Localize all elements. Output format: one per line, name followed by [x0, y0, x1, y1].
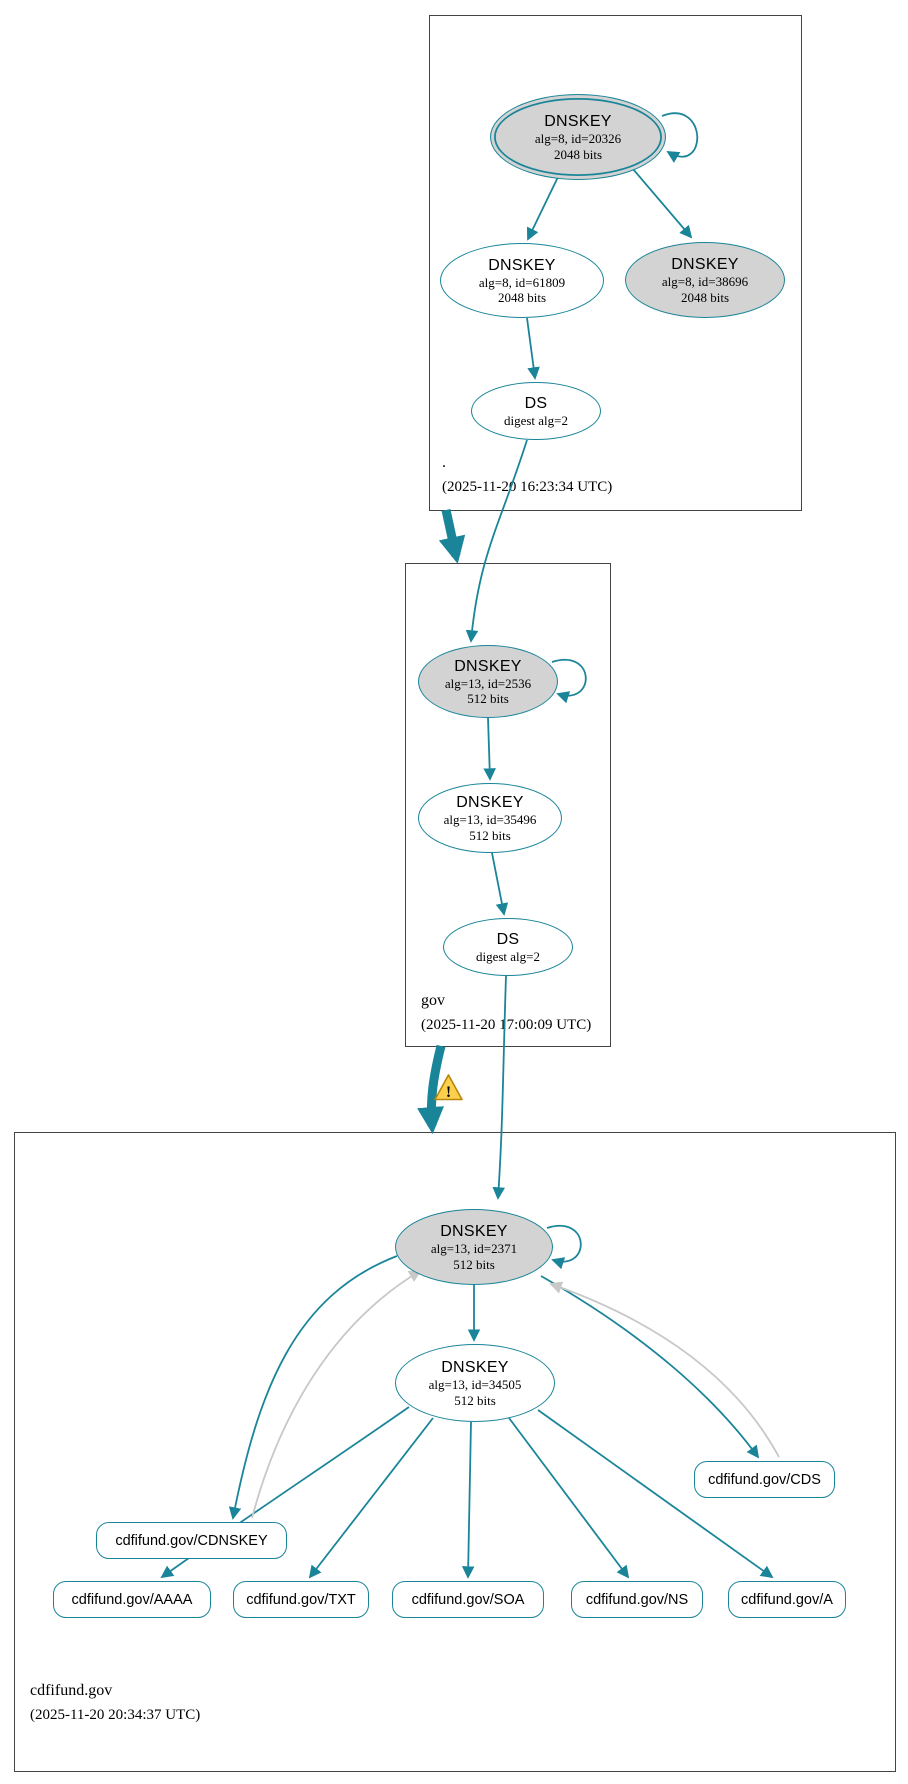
dnskey-node-root-zsk[interactable]: DNSKEY alg=8, id=61809 2048 bits	[440, 243, 604, 318]
node-detail: alg=13, id=35496	[443, 812, 537, 827]
node-size: 2048 bits	[680, 289, 730, 305]
rrset-soa[interactable]: cdfifund.gov/SOA	[392, 1581, 544, 1618]
edge-zsk-signs-ns	[508, 1417, 630, 1579]
rrset-ns[interactable]: cdfifund.gov/NS	[571, 1581, 703, 1618]
rrset-label: cdfifund.gov/SOA	[411, 1591, 525, 1608]
rrset-label: cdfifund.gov/TXT	[246, 1591, 356, 1608]
rrset-label: cdfifund.gov/CDS	[708, 1471, 821, 1488]
edge-zsk-signs-txt	[308, 1417, 434, 1579]
edge-gov-zsk-signs-ds	[491, 852, 509, 916]
edge-gov-to-cdfifund-delegation	[417, 1044, 446, 1135]
node-detail: alg=8, id=61809	[478, 274, 566, 290]
dnskey-node-root-ksk[interactable]: DNSKEY alg=8, id=20326 2048 bits	[490, 94, 666, 180]
node-size: 512 bits	[469, 827, 511, 843]
zone-name: .	[442, 454, 446, 471]
zone-timestamp: (2025-11-20 16:23:34 UTC)	[442, 479, 613, 495]
node-detail: alg=13, id=2536	[444, 675, 532, 691]
edge-root-ksk-signs-zsk	[526, 176, 559, 241]
zone-box-root	[429, 15, 802, 511]
node-type: DS	[496, 930, 520, 948]
dnskey-node-gov-ksk[interactable]: DNSKEY alg=13, id=2536 512 bits	[418, 645, 558, 718]
node-detail: alg=8, id=20326	[534, 131, 622, 146]
ds-node-root[interactable]: DS digest alg=2	[471, 382, 601, 440]
edge-root-ksk-selfsign	[661, 112, 699, 163]
edge-root-ksk-signs-ksk2	[632, 168, 693, 239]
node-type: DS	[524, 394, 548, 412]
rrset-aaaa[interactable]: cdfifund.gov/AAAA	[53, 1581, 211, 1618]
zone-label-root: . (2025-11-20 16:23:34 UTC)	[442, 450, 612, 500]
dnskey-node-cdfifund-zsk[interactable]: DNSKEY alg=13, id=34505 512 bits	[395, 1344, 555, 1422]
node-type: DNSKEY	[456, 794, 524, 811]
zone-box-gov	[405, 563, 611, 1047]
node-size: 512 bits	[467, 691, 509, 706]
edge-root-to-gov-delegation	[438, 509, 466, 564]
edge-root-zsk-signs-ds	[526, 317, 540, 380]
edge-ksk-signs-cds	[540, 1275, 760, 1459]
edge-gov-ksk-signs-zsk	[483, 717, 496, 781]
rrset-label: cdfifund.gov/AAAA	[71, 1591, 193, 1608]
node-detail: alg=13, id=34505	[428, 1377, 522, 1392]
node-size: 512 bits	[454, 1392, 496, 1408]
edge-zsk-signs-a	[537, 1409, 774, 1579]
warning-icon[interactable]: !	[434, 1074, 463, 1101]
edge-cdfifund-ksk-selfsign	[546, 1225, 582, 1270]
zone-name: cdfifund.gov	[30, 1682, 113, 1699]
rrset-cdnskey[interactable]: cdfifund.gov/CDNSKEY	[96, 1522, 287, 1559]
node-size: 2048 bits	[553, 146, 603, 162]
node-type: DNSKEY	[671, 256, 739, 273]
node-type: DNSKEY	[440, 1223, 508, 1240]
zone-box-cdfifund	[14, 1132, 896, 1772]
edge-ksk-signs-cdnskey	[228, 1255, 398, 1520]
rrset-label: cdfifund.gov/CDNSKEY	[115, 1532, 268, 1549]
zone-timestamp: (2025-11-20 17:00:09 UTC)	[421, 1017, 592, 1033]
rrset-a[interactable]: cdfifund.gov/A	[728, 1581, 846, 1618]
zone-label-gov: gov (2025-11-20 17:00:09 UTC)	[421, 988, 591, 1038]
node-detail: alg=13, id=2371	[430, 1241, 518, 1256]
ds-node-gov[interactable]: DS digest alg=2	[443, 918, 573, 976]
rrset-cds[interactable]: cdfifund.gov/CDS	[694, 1461, 835, 1498]
node-type: DNSKEY	[544, 113, 612, 130]
zone-timestamp: (2025-11-20 20:34:37 UTC)	[30, 1707, 201, 1723]
edge-gov-ds-to-cdfifund-ksk	[492, 975, 507, 1200]
edge-root-ds-to-gov-ksk	[465, 439, 528, 643]
dnskey-node-cdfifund-ksk[interactable]: DNSKEY alg=13, id=2371 512 bits	[395, 1209, 553, 1285]
node-size: 512 bits	[453, 1256, 495, 1272]
node-type: DNSKEY	[488, 256, 556, 274]
rrset-label: cdfifund.gov/A	[741, 1591, 833, 1608]
rrset-label: cdfifund.gov/NS	[585, 1591, 689, 1608]
zone-name: gov	[421, 992, 445, 1009]
node-detail: digest alg=2	[475, 948, 541, 964]
node-size: 2048 bits	[497, 290, 547, 305]
node-type: DNSKEY	[441, 1359, 509, 1376]
edge-zsk-signs-soa	[461, 1421, 475, 1579]
dnskey-node-root-ksk2[interactable]: DNSKEY alg=8, id=38696 2048 bits	[625, 242, 785, 318]
edge-gov-ksk-selfsign	[551, 659, 587, 704]
edge-cdnskey-refs-ksk	[251, 1270, 422, 1519]
dnskey-node-gov-zsk[interactable]: DNSKEY alg=13, id=35496 512 bits	[418, 783, 562, 853]
node-detail: alg=8, id=38696	[661, 274, 749, 289]
edge-cds-refs-ksk	[549, 1281, 780, 1458]
node-detail: digest alg=2	[503, 412, 569, 428]
warning-glyph: !	[446, 1084, 451, 1101]
zone-label-cdfifund: cdfifund.gov (2025-11-20 20:34:37 UTC)	[30, 1678, 200, 1728]
rrset-txt[interactable]: cdfifund.gov/TXT	[233, 1581, 369, 1618]
node-type: DNSKEY	[454, 657, 522, 675]
